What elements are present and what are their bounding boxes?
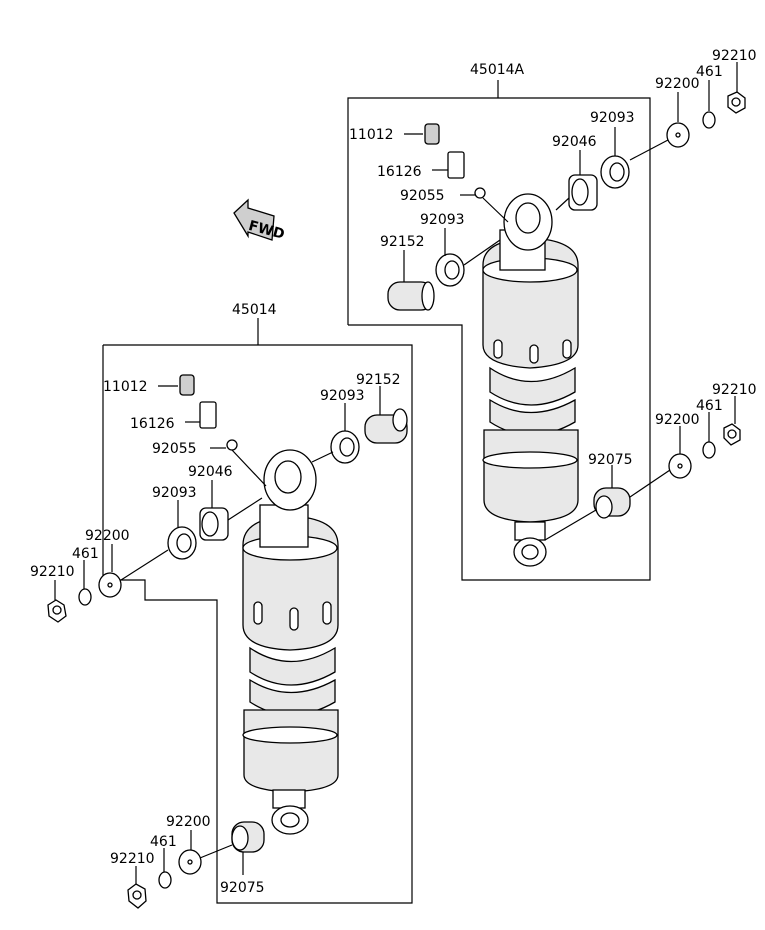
- left-part-92055: 92055: [152, 439, 267, 487]
- left-part-92210-top: 92210: [30, 564, 75, 623]
- svg-text:92200: 92200: [655, 412, 700, 428]
- svg-text:92152: 92152: [380, 234, 425, 250]
- svg-text:92200: 92200: [166, 814, 211, 830]
- right-part-16126: 16126: [377, 151, 465, 180]
- right-part-92200-bottom: 92200: [629, 412, 700, 498]
- right-assembly-bracket: [347, 97, 651, 581]
- left-part-11012: 11012: [103, 374, 195, 396]
- svg-text:461: 461: [72, 546, 99, 562]
- svg-text:92093: 92093: [420, 212, 465, 228]
- right-part-11012: 11012: [349, 123, 440, 145]
- left-part-92093-lower: 92093: [152, 485, 197, 560]
- left-part-461-bottom: 461: [150, 834, 177, 889]
- right-shock-assembly: 45014A 11012 16126: [347, 48, 757, 581]
- svg-text:92055: 92055: [400, 188, 445, 204]
- left-part-92200-bottom: 92200: [166, 814, 211, 875]
- svg-text:92200: 92200: [85, 528, 130, 544]
- right-part-92055: 92055: [400, 187, 509, 223]
- left-part-92093-upper: 92093: [311, 388, 365, 464]
- left-shock-absorber: [242, 449, 339, 835]
- svg-text:92093: 92093: [152, 485, 197, 501]
- svg-text:16126: 16126: [130, 416, 175, 432]
- right-part-92210-bottom: 92210: [712, 382, 757, 446]
- left-part-92152: 92152: [356, 372, 408, 444]
- svg-text:92093: 92093: [590, 110, 635, 126]
- right-part-92075: 92075: [544, 452, 633, 541]
- left-part-92210-bottom: 92210: [110, 851, 155, 909]
- right-part-92046: 92046: [552, 134, 598, 211]
- left-part-92200-top: 92200: [85, 528, 169, 598]
- right-part-92093-upper: 92093: [590, 110, 635, 189]
- svg-text:92210: 92210: [712, 48, 757, 64]
- right-part-92093-lower: 92093: [420, 212, 501, 287]
- fwd-direction-badge: FWD: [233, 198, 287, 243]
- svg-text:92210: 92210: [30, 564, 75, 580]
- right-part-92152: 92152: [380, 234, 435, 311]
- right-part-92200-top: 92200: [629, 76, 700, 161]
- svg-text:92075: 92075: [588, 452, 633, 468]
- svg-text:92046: 92046: [188, 464, 233, 480]
- left-assembly-number: 45014: [232, 302, 277, 318]
- left-part-16126: 16126: [130, 401, 217, 432]
- right-part-92210-top: 92210: [712, 48, 757, 114]
- left-part-461-top: 461: [72, 546, 99, 606]
- left-part-92075: 92075: [194, 821, 265, 896]
- left-shock-assembly: 45014 11012 16126: [30, 302, 413, 909]
- svg-text:461: 461: [150, 834, 177, 850]
- right-part-461-top: 461: [696, 64, 723, 129]
- svg-text:92210: 92210: [110, 851, 155, 867]
- right-part-461-bottom: 461: [696, 398, 723, 459]
- svg-text:11012: 11012: [103, 379, 148, 395]
- right-shock-absorber: [482, 193, 579, 567]
- svg-text:92152: 92152: [356, 372, 401, 388]
- svg-text:461: 461: [696, 398, 723, 414]
- right-assembly-number: 45014A: [470, 62, 525, 78]
- svg-text:11012: 11012: [349, 127, 394, 143]
- fwd-label: FWD: [247, 218, 287, 243]
- svg-text:461: 461: [696, 64, 723, 80]
- left-part-92046: 92046: [188, 464, 263, 541]
- svg-text:16126: 16126: [377, 164, 422, 180]
- svg-text:92210: 92210: [712, 382, 757, 398]
- svg-text:92200: 92200: [655, 76, 700, 92]
- svg-text:92046: 92046: [552, 134, 597, 150]
- svg-text:92055: 92055: [152, 441, 197, 457]
- svg-text:92075: 92075: [220, 880, 265, 896]
- svg-text:92093: 92093: [320, 388, 365, 404]
